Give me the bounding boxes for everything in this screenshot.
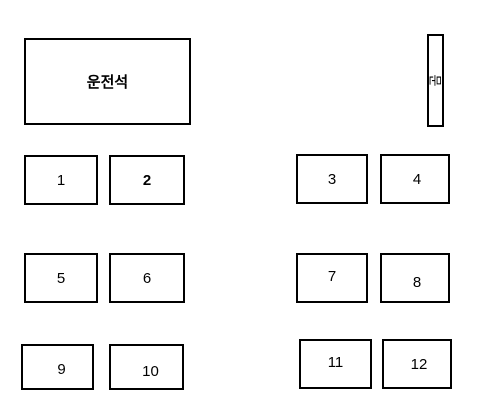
seat-12: 12: [382, 339, 452, 389]
seat-5: 5: [24, 253, 98, 303]
seat-7: 7: [296, 253, 368, 303]
seat-number-label: 10: [142, 362, 159, 380]
seat-number-label: 1: [56, 171, 66, 189]
driver-seat-label: 운전석: [86, 74, 129, 91]
seat-4: 4: [380, 154, 450, 204]
seat-number-label: 7: [327, 267, 337, 285]
seat-number-label: 4: [412, 170, 422, 188]
seat-number-label: 8: [412, 273, 422, 291]
seat-6: 6: [109, 253, 185, 303]
seat-number-label: 11: [327, 353, 344, 371]
seat-number-label: 12: [410, 355, 428, 373]
seat-number-label: 5: [56, 269, 66, 287]
seat-number-label: 3: [327, 170, 337, 188]
seat-1: 1: [24, 155, 98, 205]
seat-9: 9: [21, 344, 94, 390]
seat-number-label: 6: [142, 269, 152, 287]
door-label: 문: [427, 74, 442, 87]
seat-number-label: 2: [142, 171, 152, 189]
seat-11: 11: [299, 339, 372, 389]
seat-8: 8: [380, 253, 450, 303]
door: 문: [427, 34, 444, 127]
seat-number-label: 9: [57, 360, 66, 378]
driver-seat: 운전석: [24, 38, 191, 125]
seat-3: 3: [296, 154, 368, 204]
seat-10: 10: [109, 344, 184, 390]
seat-2: 2: [109, 155, 185, 205]
